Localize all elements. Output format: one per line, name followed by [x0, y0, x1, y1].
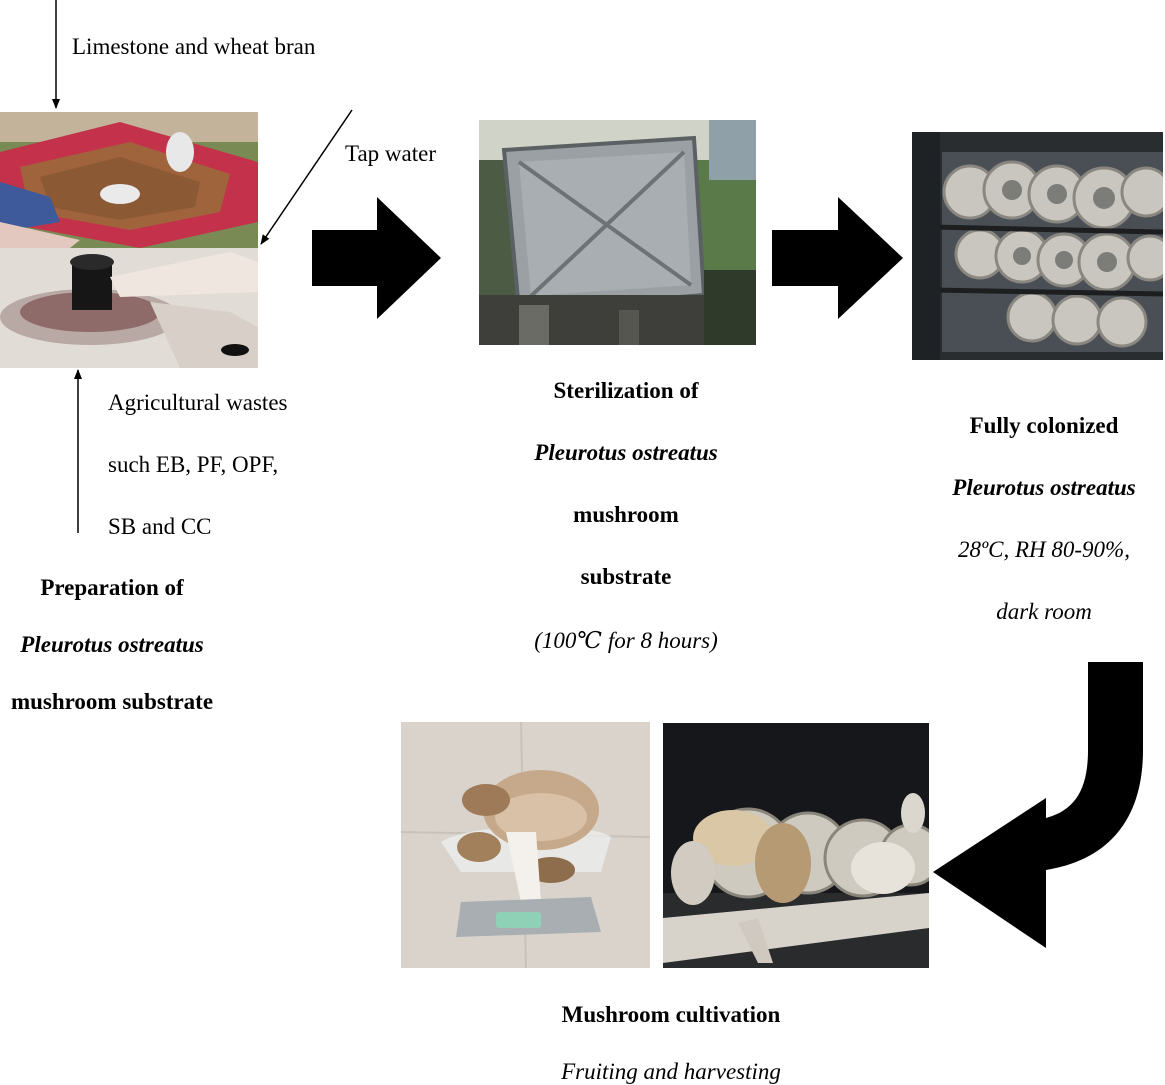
limestone-label: Limestone and wheat bran	[72, 34, 316, 59]
water-label: Tap water	[345, 141, 436, 166]
fruiting-bags-photo	[663, 723, 929, 968]
step2-line4: substrate	[580, 564, 672, 589]
water-arrow	[260, 109, 353, 245]
wastes-label-line2: such EB, PF, OPF,	[108, 452, 279, 477]
block-arrow-2	[772, 197, 903, 319]
wastes-label-line3: SB and CC	[108, 514, 212, 539]
wastes-label-line1: Agricultural wastes	[108, 390, 288, 415]
step2-species: Pleurotus ostreatus	[534, 440, 718, 465]
step3-title: Fully colonized	[969, 413, 1119, 438]
block-arrow-1	[312, 197, 441, 319]
step1-species: Pleurotus ostreatus	[20, 632, 204, 657]
sterilizer-photo	[479, 120, 756, 345]
preparation-photo	[0, 112, 258, 368]
curved-block-arrow	[933, 662, 1143, 948]
step2-condition: (100℃ for 8 hours)	[534, 628, 718, 653]
step1-subtitle: mushroom substrate	[10, 689, 214, 714]
step1-title: Preparation of	[40, 575, 184, 600]
step4-subtitle: Fruiting and harvesting	[561, 1059, 781, 1084]
colonized-bags-photo	[912, 132, 1163, 360]
step3-condition2: dark room	[996, 599, 1092, 624]
harvest-scale-photo	[401, 722, 650, 968]
step4-title: Mushroom cultivation	[561, 1002, 781, 1027]
step3-condition: 28ºC, RH 80-90%,	[958, 537, 1130, 562]
step2-line3: mushroom	[573, 502, 679, 527]
step3-species: Pleurotus ostreatus	[952, 475, 1136, 500]
step2-title: Sterilization of	[553, 378, 699, 403]
